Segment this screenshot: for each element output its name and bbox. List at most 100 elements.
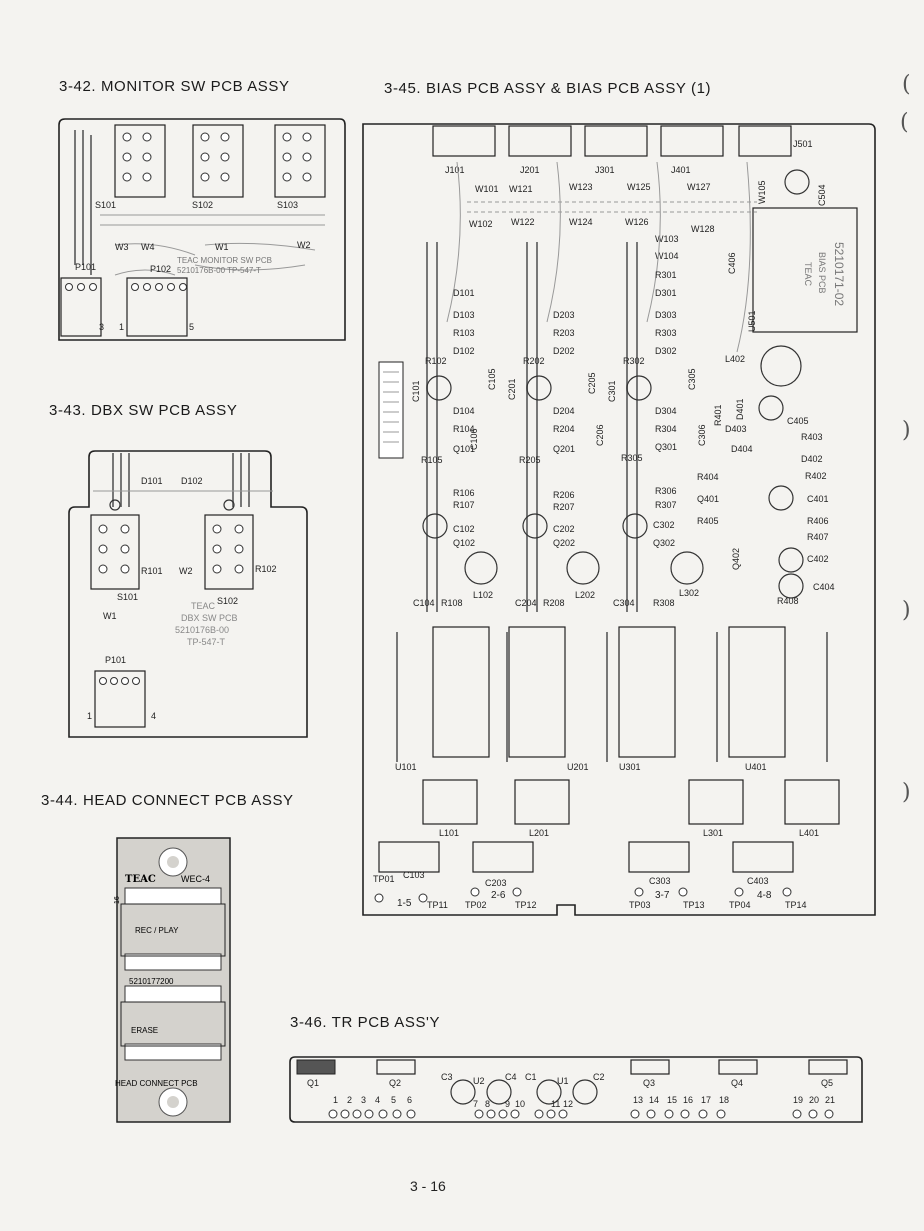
label-dbx-s101: S101 — [117, 592, 138, 602]
label-r102: R102 — [425, 356, 447, 366]
silk-dbx-4: TP-547-T — [187, 637, 226, 647]
switch-s102 — [192, 124, 244, 198]
label-c305: C305 — [687, 368, 697, 390]
label-w128: W128 — [691, 224, 715, 234]
label-d102: D102 — [181, 476, 203, 486]
label-w101: W101 — [475, 184, 499, 194]
tr-pad-row — [328, 1109, 834, 1119]
label-r303: R303 — [655, 328, 677, 338]
connector-p101 — [60, 277, 102, 337]
label-w102: W102 — [469, 219, 493, 229]
binding-mark-2: ( — [900, 110, 909, 135]
label-d404: D404 — [731, 444, 753, 454]
label-r103: R103 — [453, 328, 475, 338]
label-q402: Q402 — [731, 548, 741, 570]
label-c204: C204 — [515, 598, 537, 608]
tr-c1: C1 — [525, 1072, 537, 1082]
tr-u1: U1 — [557, 1076, 569, 1086]
tr-pins-left: 1 2 3 4 5 6 — [333, 1095, 412, 1105]
label-s101: S101 — [95, 200, 116, 210]
label-l201: L201 — [529, 828, 549, 838]
pcb-component-label: 21 — [825, 1095, 835, 1105]
head-erase: ERASE — [131, 1026, 158, 1035]
dbx-board-outline — [68, 450, 308, 738]
label-c105: C105 — [487, 368, 497, 390]
label-w104: W104 — [655, 251, 679, 261]
silk-monitor-1: TEAC MONITOR SW PCB — [177, 256, 272, 265]
binding-mark-3: ) — [902, 418, 911, 443]
label-r306: R306 — [655, 486, 677, 496]
label-l302: L302 — [679, 588, 699, 598]
label-dbx-p101: P101 — [105, 655, 126, 665]
bias-traces — [426, 161, 751, 612]
label-c202: C202 — [553, 524, 575, 534]
label-w127: W127 — [687, 182, 711, 192]
label-l401: L401 — [799, 828, 819, 838]
label-tp13: TP13 — [683, 900, 705, 910]
label-l101: L101 — [439, 828, 459, 838]
label-l102: L102 — [473, 590, 493, 600]
switch-dbx-s102 — [204, 514, 254, 590]
pcb-component-label: 4 — [375, 1095, 380, 1105]
monitor-sw-pcb: S101 S102 S103 W3 W4 W1 W2 P101 P102 TEA… — [58, 118, 346, 341]
label-tp-group-3: 3-7 — [655, 890, 670, 901]
label-r107: R107 — [453, 500, 475, 510]
label-r305: R305 — [621, 453, 643, 463]
monitor-traces — [74, 130, 325, 276]
tr-q5: Q5 — [821, 1078, 833, 1088]
bias-column-3: R301 D301 D303 R303 D302 R302 C301 C305 … — [607, 270, 707, 886]
label-r408: R408 — [777, 596, 799, 606]
silk-dbx-3: 5210176B-00 — [175, 625, 229, 635]
label-w123: W123 — [569, 182, 593, 192]
pcb-component-label: 13 — [633, 1095, 643, 1105]
label-c206: C206 — [595, 424, 605, 446]
heading-monitor-sw: 3-42. MONITOR SW PCB ASSY — [59, 78, 290, 95]
bias-jacks — [432, 125, 792, 157]
label-c405: C405 — [787, 416, 809, 426]
pcb-component-label: 5 — [391, 1095, 396, 1105]
label-l202: L202 — [575, 590, 595, 600]
label-d402: D402 — [801, 454, 823, 464]
label-r106: R106 — [453, 488, 475, 498]
head-brand: TEAC — [125, 874, 156, 885]
pcb-component-label: 3 — [361, 1095, 366, 1105]
label-r108: R108 — [441, 598, 463, 608]
label-tp03: TP03 — [629, 900, 651, 910]
heading-dbx-sw: 3-43. DBX SW PCB ASSY — [49, 402, 238, 419]
connector-p102 — [126, 277, 188, 337]
label-dbx-w1: W1 — [103, 611, 117, 621]
label-c102: C102 — [453, 524, 475, 534]
label-u501: U501 — [747, 310, 757, 332]
label-w3: W3 — [115, 242, 129, 252]
label-q401: Q401 — [697, 494, 719, 504]
tr-c3: C3 — [441, 1072, 453, 1082]
label-w125: W125 — [627, 182, 651, 192]
dbx-connector-holes — [99, 677, 140, 685]
label-tp04: TP04 — [729, 900, 751, 910]
label-d403: D403 — [725, 424, 747, 434]
head-connect-pcb: TEAC WEC-4 REC / PLAY 5210177200 ERASE H… — [114, 837, 231, 1123]
label-u401: U401 — [745, 762, 767, 772]
label-dbx-r102: R102 — [255, 564, 277, 574]
label-q101: Q101 — [453, 444, 475, 454]
label-c302: C302 — [653, 520, 675, 530]
label-w122: W122 — [511, 217, 535, 227]
tr-pins-right: 13 14 15 16 17 18 — [633, 1095, 729, 1105]
label-c504: C504 — [817, 184, 827, 206]
label-q201: Q201 — [553, 444, 575, 454]
label-w124: W124 — [569, 217, 593, 227]
tr-u2: U2 — [473, 1076, 485, 1086]
label-c103: C103 — [403, 870, 425, 880]
tr-board-outline — [289, 1056, 863, 1123]
tr-pins-mid: 7 8 9 10 11 12 — [473, 1099, 573, 1109]
label-dbx-s102: S102 — [217, 596, 238, 606]
label-tp01: TP01 — [373, 874, 395, 884]
switch-s101 — [114, 124, 166, 198]
silk-dbx-2: DBX SW PCB — [181, 613, 238, 623]
label-r402: R402 — [805, 471, 827, 481]
bias-column-4: C406 C504 L402 R401 D401 D403 D404 C405 … — [697, 184, 835, 886]
head-part-number: 5210177200 — [129, 977, 174, 986]
label-r203: R203 — [553, 328, 575, 338]
label-c401: C401 — [807, 494, 829, 504]
switch-dbx-s101 — [90, 514, 140, 590]
